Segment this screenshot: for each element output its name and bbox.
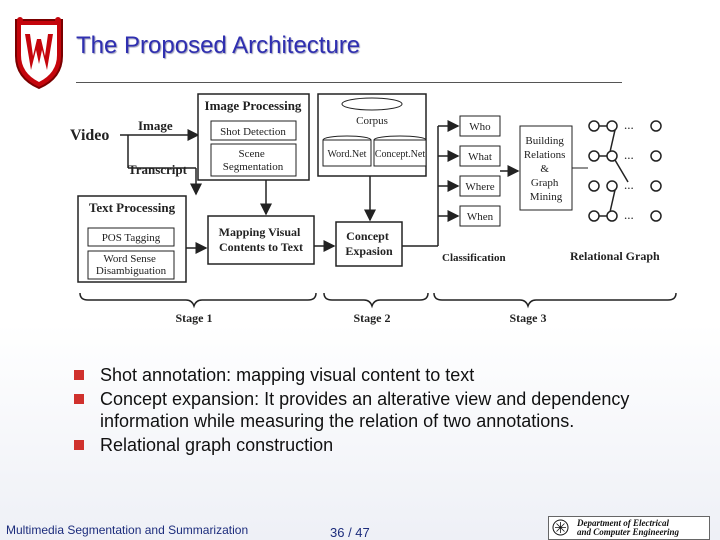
title-divider [76,82,622,83]
graph-edge [609,129,616,153]
graph-node [588,180,600,192]
image-processing-title: Image Processing [205,98,302,113]
scene-segmentation-box [210,143,297,177]
graph-node [606,180,618,192]
building-box [519,125,573,211]
building-line5: Mining [530,191,563,203]
bullet-square-icon [74,370,84,380]
graph-node [650,150,662,162]
building-line3: & [540,163,549,175]
concept-expansion-line1: Concept [346,229,389,243]
building-line2: Relations [524,149,566,161]
conceptnet-label: Concept.Net [375,149,425,160]
graph-node [650,120,662,132]
pos-tagging-label: POS Tagging [102,232,161,244]
slide-title: The Proposed Architecture [76,32,361,59]
mapping-line1: Mapping Visual [219,225,301,239]
stage2-brace [323,292,429,309]
class-who-label: Who [469,121,491,133]
concept-expansion-label: Concept Expasion [345,229,393,258]
scene-segmentation-label: Scene Segmentation [223,148,284,173]
pos-tagging-box [87,227,175,247]
bullet-list: Shot annotation: mapping visual content … [74,364,674,458]
graph-node [606,120,618,132]
concept-expansion-line2: Expasion [345,244,393,258]
footer-course: Multimedia Segmentation and Summarizatio… [6,523,249,537]
corpus-label: Corpus [356,115,388,127]
department-line2: and Computer Engineering [577,527,680,537]
class-when-label: When [467,211,494,223]
class-where-label: Where [465,181,494,193]
ellipsis-row3: ... [624,177,634,192]
graph-node [606,210,618,222]
bullet-item: Shot annotation: mapping visual content … [74,364,674,386]
graph-node [588,210,600,222]
department-line1: Department of Electrical [577,518,669,528]
graph-node [606,150,618,162]
stage1-label: Stage 1 [176,311,213,325]
class-what-label: What [468,151,492,163]
conceptnet-box [373,139,427,167]
ellipsis-row1: ... [624,117,634,132]
stage3-brace [433,292,677,309]
corpus-top-ellipse [341,97,403,111]
bullet-text: Concept expansion: It provides an altera… [100,389,630,431]
page-number: 36 / 47 [330,525,370,540]
class-when-box [459,205,501,227]
wsd-line2: Disambiguation [96,265,167,277]
wordnet-box [322,139,372,167]
class-what-box [459,145,501,167]
text-processing-title: Text Processing [89,200,176,215]
bullet-text: Relational graph construction [100,435,334,455]
class-who-box [459,115,501,137]
graph-edge [614,159,629,183]
department-logo: Department of Electrical and Computer En… [548,516,710,540]
scene-segmentation-line1: Scene [238,148,264,160]
shot-detection-label: Shot Detection [220,126,286,138]
mapping-line2: Contents to Text [219,240,303,254]
architecture-diagram: Video Image Transcript Image Processing … [68,88,682,326]
bullet-square-icon [74,440,84,450]
department-seal-icon [552,519,569,536]
department-text: Department of Electrical and Computer En… [577,519,679,537]
building-line1: Building [525,135,564,147]
video-label: Video [70,127,109,144]
bullet-square-icon [74,394,84,404]
shot-detection-box [210,120,297,141]
classification-label: Classification [442,252,506,264]
wsd-line1: Word Sense [103,253,156,265]
building-line4: Graph [531,177,559,189]
building-label: Building Relations & Graph Mining [524,135,568,203]
graph-node [650,180,662,192]
ellipsis-row4: ... [624,207,634,222]
wsd-box [87,250,175,280]
stage2-label: Stage 2 [354,311,391,325]
transcript-label: Transcript [128,162,188,177]
graph-node [650,210,662,222]
class-where-box [459,175,501,197]
ellipsis-row2: ... [624,147,634,162]
university-crest-icon [15,17,63,90]
stage1-brace [79,292,317,309]
relational-graph [588,120,662,222]
graph-node [588,120,600,132]
mapping-label: Mapping Visual Contents to Text [219,225,304,254]
image-label: Image [138,118,173,133]
wsd-label: Word Sense Disambiguation [96,253,167,277]
mapping-box [207,215,315,265]
graph-node [588,150,600,162]
stage3-label: Stage 3 [510,311,547,325]
bullet-item: Concept expansion: It provides an altera… [74,388,674,432]
wordnet-label: Word.Net [328,149,367,160]
concept-expansion-box [335,221,403,267]
scene-segmentation-line2: Segmentation [223,161,284,173]
graph-edge [609,189,616,213]
bullet-item: Relational graph construction [74,434,674,456]
bullet-text: Shot annotation: mapping visual content … [100,365,475,385]
relational-graph-label: Relational Graph [570,249,660,263]
